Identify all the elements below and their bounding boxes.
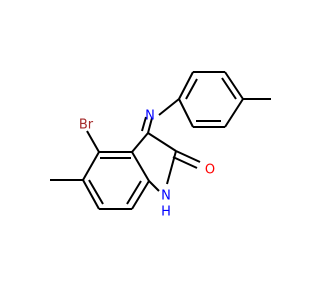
amide-hydrogen-label: H <box>161 205 171 220</box>
bond <box>172 156 198 169</box>
bond <box>224 71 244 100</box>
bond <box>82 179 100 210</box>
bond <box>131 132 149 153</box>
bond-lines <box>50 71 271 210</box>
amide-nitrogen-label: N <box>161 189 171 204</box>
bond <box>82 151 100 181</box>
bond <box>86 130 100 153</box>
imine-nitrogen-label: N <box>145 109 155 124</box>
bond <box>166 150 177 185</box>
chemical-structure: Br N O N H <box>50 71 271 220</box>
bond <box>131 151 150 182</box>
bond <box>178 98 194 128</box>
bond <box>141 116 147 132</box>
bond <box>224 98 244 128</box>
bond <box>88 179 104 205</box>
structure-canvas: Br N O N H <box>50 71 271 220</box>
bond <box>126 180 142 205</box>
atom-labels: Br N O N H <box>79 109 215 220</box>
bond <box>221 77 237 100</box>
bond <box>147 132 177 152</box>
bond <box>178 71 194 100</box>
bond <box>158 98 180 116</box>
bond <box>175 150 201 163</box>
bromine-atom-label: Br <box>79 118 94 133</box>
bond <box>147 117 153 134</box>
bond <box>148 180 160 192</box>
bond <box>131 180 150 210</box>
bond <box>185 78 198 100</box>
carbonyl-oxygen-label: O <box>205 163 215 178</box>
